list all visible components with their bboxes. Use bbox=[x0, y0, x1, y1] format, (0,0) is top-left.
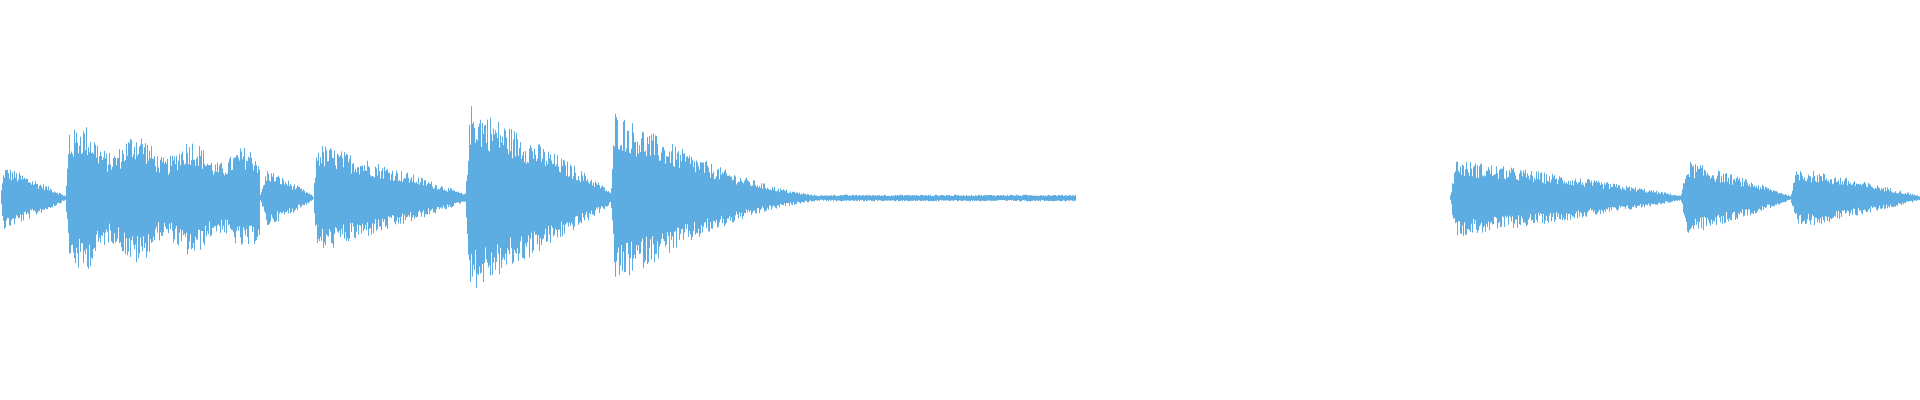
waveform-trace bbox=[1, 106, 1920, 289]
waveform-path bbox=[1, 106, 1920, 289]
